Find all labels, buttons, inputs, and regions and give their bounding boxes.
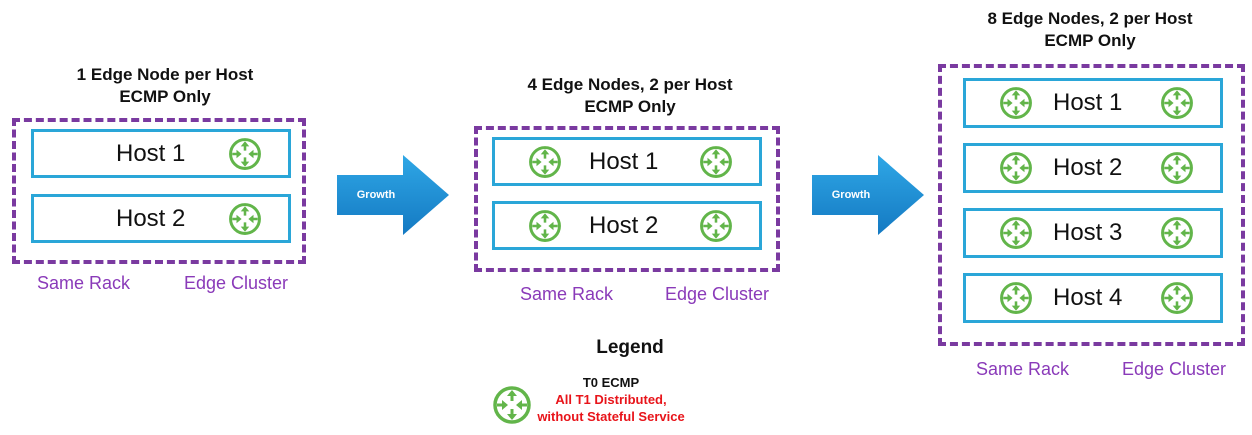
stage-2-title-line-1: 4 Edge Nodes, 2 per Host [527,75,733,94]
legend-t0-ecmp: T0 ECMP [582,375,640,390]
stage-3-host-1: Host 1 [963,78,1223,128]
stage-3-title: 8 Edge Nodes, 2 per Host ECMP Only [940,8,1240,52]
arrow-shape [337,155,449,235]
router-icon [528,209,562,243]
stage-1-caption-same-rack: Same Rack [37,273,131,293]
router-icon [699,209,733,243]
stage-2-caption-same-rack: Same Rack [520,284,614,304]
legend-no-stateful-service: without Stateful Service [537,409,685,424]
host-label: Host 2 [1053,154,1123,181]
host-label: Host 1 [589,147,659,175]
host-label: Host 2 [589,211,659,239]
stage-3-host-3: Host 3 [963,208,1223,258]
stage-3-title-line-1: 8 Edge Nodes, 2 per Host [987,9,1193,28]
stage-2-edge-cluster: Host 1 Host 2 [474,126,780,272]
router-icon [1160,151,1194,185]
router-icon [999,151,1033,185]
stage-3-caption-same-rack: Same Rack [976,359,1070,379]
router-icon [999,216,1033,250]
router-icon [699,145,733,179]
router-icon [228,137,262,171]
stage-1-title-line-1: 1 Edge Node per Host [76,65,254,84]
stage-2-title-line-2: ECMP Only [584,97,676,116]
stage-2-title: 4 Edge Nodes, 2 per Host ECMP Only [480,74,780,118]
stage-1-caption-edge-cluster: Edge Cluster [184,273,289,293]
growth-arrow-label: Growth [356,189,396,201]
router-icon [228,202,262,236]
host-label: Host 1 [116,139,186,167]
stage-1-host-1: Host 1 [31,129,291,178]
stage-3-edge-cluster: Host 1 Host 2 Host 3 Host 4 [938,64,1245,346]
stage-2-caption-edge-cluster: Edge Cluster [665,284,770,304]
router-icon [999,86,1033,120]
stage-3-title-line-2: ECMP Only [1044,31,1136,50]
host-label: Host 1 [1053,89,1123,116]
host-label: Host 3 [1053,219,1123,246]
legend-title: Legend [596,337,664,358]
router-icon [492,385,532,425]
router-icon [1160,86,1194,120]
router-icon [1160,216,1194,250]
growth-arrow-2: Growth [812,155,924,235]
stage-3-host-4: Host 4 [963,273,1223,323]
legend-text: T0 ECMP All T1 Distributed, without Stat… [536,374,686,425]
stage-1-title: 1 Edge Node per Host ECMP Only [40,64,290,108]
stage-1-host-2: Host 2 [31,194,291,243]
growth-arrow-label: Growth [831,189,871,201]
router-icon [1160,281,1194,315]
host-label: Host 4 [1053,284,1123,311]
stage-3-host-2: Host 2 [963,143,1223,193]
router-icon [528,145,562,179]
stage-1-edge-cluster: Host 1 Host 2 [12,118,306,264]
arrow-shape [812,155,924,235]
host-label: Host 2 [116,204,186,232]
stage-3-caption-edge-cluster: Edge Cluster [1122,359,1227,379]
growth-arrow-1: Growth [337,155,449,235]
router-icon [999,281,1033,315]
stage-2-host-1: Host 1 [492,137,762,186]
stage-1-title-line-2: ECMP Only [119,87,211,106]
stage-2-host-2: Host 2 [492,201,762,250]
legend-t1-distributed: All T1 Distributed, [555,392,667,407]
